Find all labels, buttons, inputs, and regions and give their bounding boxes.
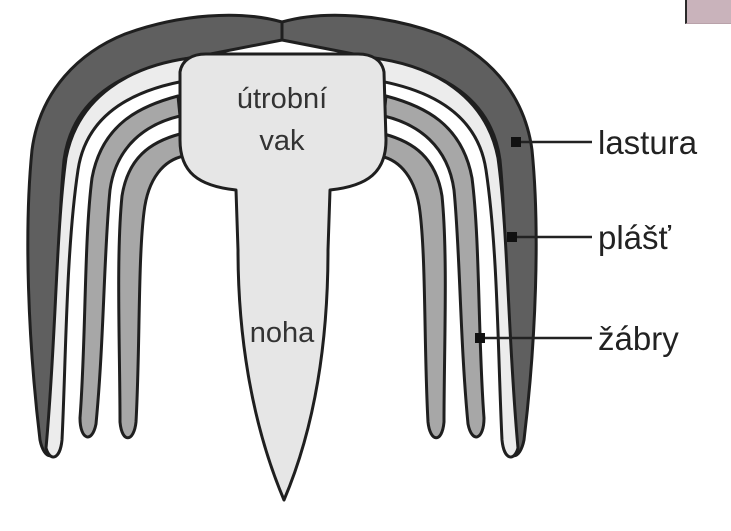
gill-left-inner — [119, 134, 184, 438]
callout-dot-gills — [475, 333, 485, 343]
label-foot: noha — [250, 317, 315, 349]
callout-label-mantle: plášť — [598, 219, 672, 256]
label-visceral-sac-line2: vak — [259, 125, 305, 157]
gill-right-inner — [380, 134, 445, 438]
callout-label-gills: žábry — [598, 320, 679, 357]
body-visceral-sac-and-foot — [180, 54, 386, 500]
callout-dot-mantle — [507, 232, 517, 242]
callout-dot-shell — [511, 137, 521, 147]
label-visceral-sac-line1: útrobní — [237, 83, 327, 115]
callout-label-shell: lastura — [598, 124, 698, 161]
